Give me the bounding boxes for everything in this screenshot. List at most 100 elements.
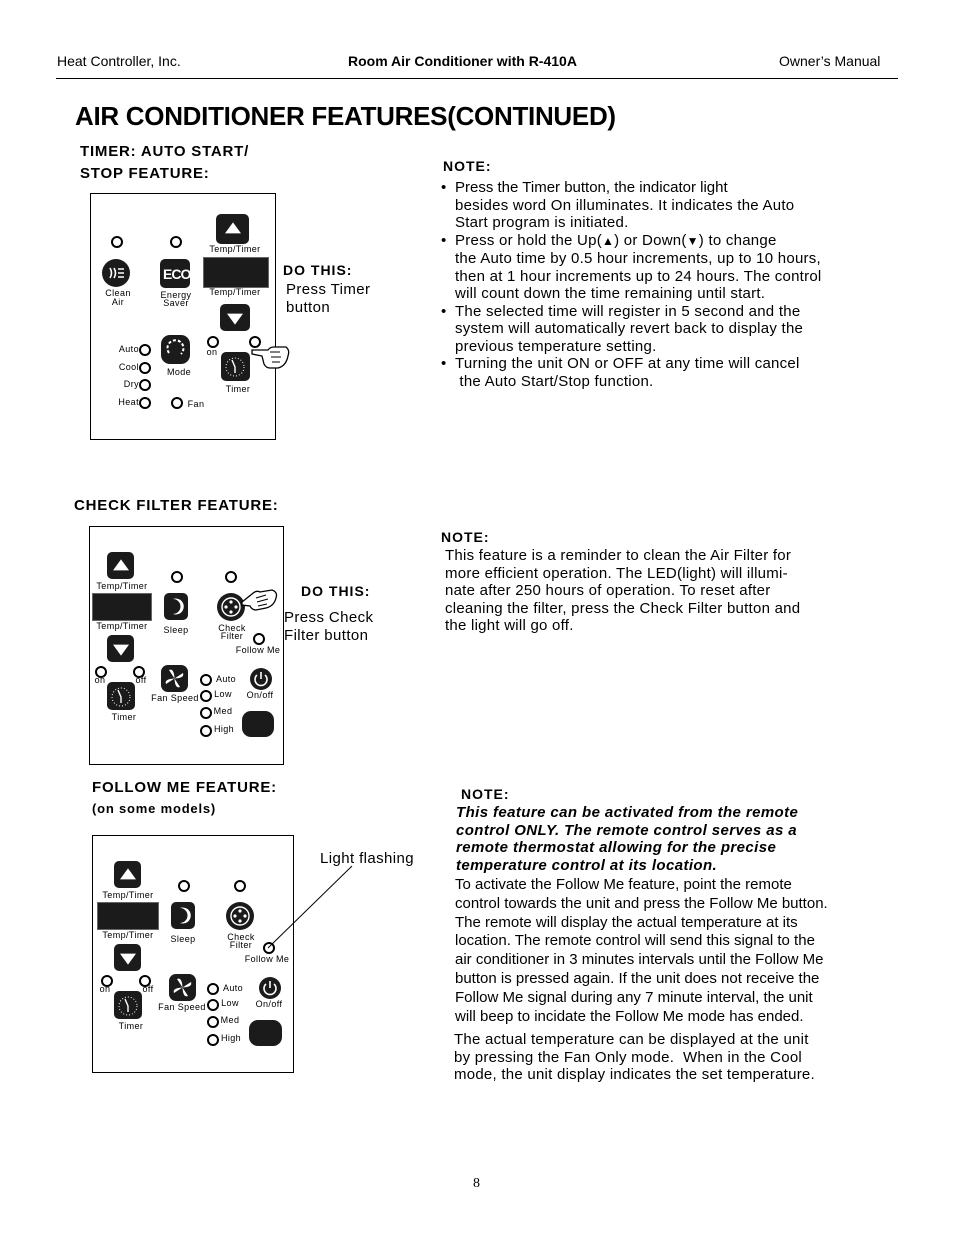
follow-sleep-led [178, 880, 190, 892]
follow-check-label: Check [227, 932, 255, 942]
timer-bullet-3: The selected time will register in 5 sec… [441, 303, 861, 356]
check-filter-icon [230, 906, 250, 926]
clean-air-icon [109, 267, 124, 279]
follow-fan-speed-button[interactable] [169, 974, 196, 1001]
follow-temp-up-button[interactable] [114, 861, 141, 888]
temp-timer-label: Temp/Timer [209, 244, 261, 254]
filter-on-label: on [94, 675, 106, 685]
on-off-button[interactable] [250, 668, 272, 690]
filter-on-led [95, 666, 107, 678]
timer-bullet-2-part2: ) or Down( [614, 231, 687, 249]
light-flashing-callout: Light flashing [320, 850, 414, 867]
filter-label: Filter [220, 631, 244, 641]
filter-temp-timer-label: Temp/Timer [96, 581, 148, 591]
timer-bullet-4-line1: Turning the unit ON or OFF at any time w… [455, 355, 800, 372]
follow-fan-auto-label: Auto [222, 983, 244, 993]
up-arrow-icon [112, 558, 129, 570]
up-triangle-icon: ▲ [601, 233, 615, 248]
follow-italic-note: This feature can be activated from the r… [456, 804, 866, 874]
follow-timer-button[interactable] [114, 991, 142, 1019]
timer-bullet-3-line3: previous temperature setting. [455, 337, 657, 355]
follow-para2: The actual temperature can be displayed … [454, 1031, 874, 1084]
mode-button[interactable] [161, 335, 190, 364]
follow-italic-line3: remote thermostat allowing for the preci… [456, 839, 777, 856]
sleep-led [171, 571, 183, 583]
air-label: Air [111, 297, 125, 307]
timer-button[interactable] [221, 352, 250, 381]
follow-filter-label: Filter [229, 940, 253, 950]
cool-label: Cool [118, 362, 139, 372]
eco-button[interactable]: ECO [160, 259, 191, 288]
filter-note-line5: the light will go off. [445, 617, 574, 634]
fan-med-led [200, 707, 212, 719]
fan-speed-button[interactable] [161, 665, 188, 692]
auto-led [139, 344, 151, 356]
follow-para1-line7: Follow Me signal during any 7 minute int… [455, 988, 813, 1006]
down-arrow-icon [227, 313, 243, 325]
down-triangle-icon: ▼ [686, 233, 699, 248]
sleep-button[interactable] [164, 593, 188, 620]
follow-fan-med-label: Med [220, 1015, 240, 1025]
temp-timer-label-2: Temp/Timer [209, 287, 261, 297]
fan-icon [173, 978, 192, 997]
clean-label: Clean [105, 288, 131, 298]
follow-check-filter-button[interactable] [226, 902, 254, 930]
cool-led [139, 362, 151, 374]
follow-on-off-button[interactable] [259, 977, 281, 999]
header-company: Heat Controller, Inc. [57, 53, 181, 69]
heat-label: Heat [118, 397, 139, 407]
down-arrow-icon [112, 644, 129, 656]
follow-temp-timer-label-2: Temp/Timer [102, 930, 154, 940]
header-doc-title: Room Air Conditioner with R-410A [348, 53, 577, 69]
follow-note-heading: NOTE: [461, 786, 510, 802]
timer-bullet-3-line2: system will automatically revert back to… [455, 320, 804, 337]
follow-fan-med-led [207, 1016, 219, 1028]
clean-air-button[interactable] [102, 259, 130, 287]
filter-off-led [133, 666, 145, 678]
fan-led [171, 397, 183, 409]
temp-down-button[interactable] [220, 304, 250, 331]
follow-sleep-button[interactable] [171, 902, 195, 929]
timer-bullet-2-part1: Press or hold the Up( [455, 231, 602, 249]
follow-me-label: Follow Me [235, 645, 281, 655]
filter-timer-label: Timer [111, 712, 137, 722]
timer-bullet-3-line1: The selected time will register in 5 sec… [455, 302, 801, 320]
filter-temp-timer-label-2: Temp/Timer [96, 621, 148, 631]
check-filter-button[interactable] [217, 593, 245, 621]
clean-air-led [111, 236, 123, 248]
page-number: 8 [473, 1176, 480, 1191]
fan-low-label: Low [214, 689, 232, 699]
timer-icon [111, 687, 131, 707]
follow-timer-label: Timer [118, 1021, 144, 1031]
filter-temp-down-button[interactable] [107, 635, 134, 662]
power-icon [254, 672, 268, 687]
follow-me-led [253, 633, 265, 645]
follow-para1-line6: button is pressed again. If the unit doe… [455, 969, 820, 987]
energy-saver-led [170, 236, 182, 248]
pointing-hand-icon-2 [241, 589, 278, 611]
dry-led [139, 379, 151, 391]
timer-bullet-4: Turning the unit ON or OFF at any time w… [441, 355, 861, 390]
filter-temp-up-button[interactable] [107, 552, 134, 579]
sleep-label: Sleep [163, 625, 189, 635]
energy-label: Energy [160, 290, 192, 300]
eco-label: ECO [163, 266, 191, 282]
follow-control-panel: Temp/Timer Temp/Timer Sleep Check Filter… [92, 835, 294, 1073]
follow-off-label: off [142, 984, 154, 994]
fan-speed-label: Fan Speed [151, 693, 199, 703]
follow-temp-timer-label: Temp/Timer [102, 890, 154, 900]
up-arrow-icon [119, 867, 136, 879]
follow-para1-line3: The remote will display the actual tempe… [455, 913, 798, 931]
timer-bullet-1-line1: Press the Timer button, the indicator li… [455, 179, 728, 196]
filter-timer-button[interactable] [107, 682, 135, 710]
temp-up-button[interactable] [216, 214, 249, 244]
timer-bullet-1-line3: Start program is initiated. [455, 214, 629, 231]
follow-temp-down-button[interactable] [114, 944, 141, 971]
timer-bullet-2-line2: the Auto time by 0.5 hour increments, up… [455, 250, 821, 267]
filter-note-body: This feature is a reminder to clean the … [445, 547, 865, 635]
timer-icon [118, 996, 138, 1016]
follow-para2-line3: mode, the unit display indicates the set… [454, 1066, 815, 1083]
follow-para1-line8: will beep to incidate the Follow Me mode… [455, 1007, 804, 1025]
follow-on-off-label: On/off [255, 999, 283, 1009]
mode-label: Mode [166, 367, 192, 377]
